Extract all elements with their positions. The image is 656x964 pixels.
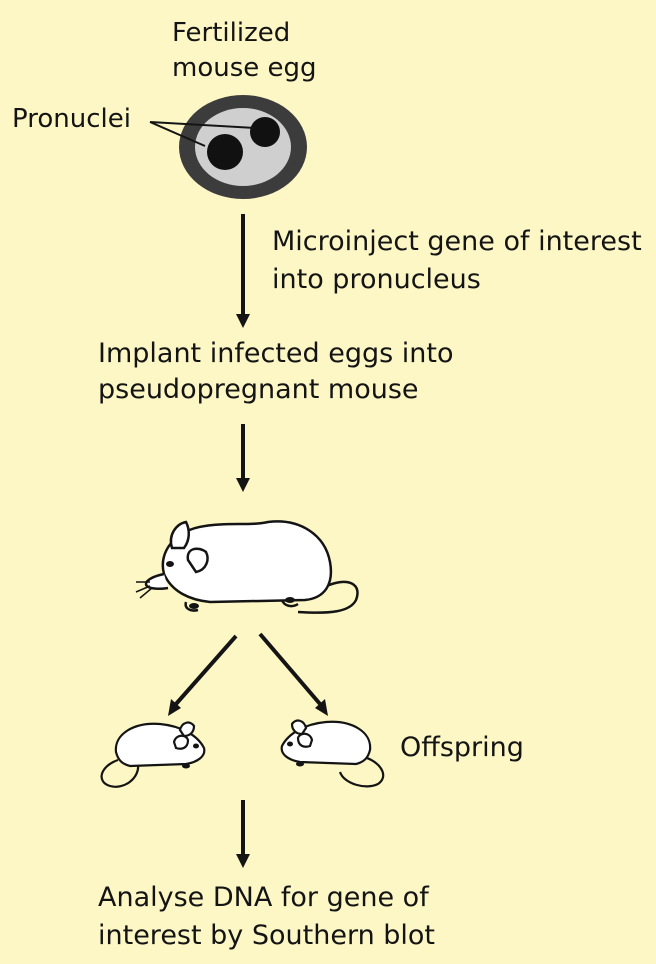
fertilized-egg-icon bbox=[179, 95, 307, 199]
offspring-mouse-right-icon bbox=[282, 721, 383, 787]
egg-label-line2: mouse egg bbox=[172, 55, 317, 81]
step-implant-line1: Implant infected eggs into bbox=[98, 340, 453, 367]
pronucleus-large bbox=[207, 134, 243, 170]
offspring-label: Offspring bbox=[400, 734, 524, 761]
step-analyse-line1: Analyse DNA for gene of bbox=[98, 884, 429, 911]
step-microinject-line1: Microinject gene of interest bbox=[272, 228, 642, 255]
offspring-mouse-left-icon bbox=[102, 723, 205, 787]
arrow-to-offspring-left bbox=[168, 636, 236, 716]
step-microinject-line2: into pronucleus bbox=[272, 266, 481, 293]
egg-label-line1: Fertilized bbox=[172, 20, 290, 46]
pronucleus-small bbox=[250, 117, 280, 147]
pronuclei-label: Pronuclei bbox=[12, 106, 131, 132]
arrow-analyse bbox=[236, 800, 250, 868]
step-implant-line2: pseudopregnant mouse bbox=[98, 376, 419, 403]
arrow-to-offspring-right bbox=[260, 634, 328, 716]
mother-mouse-icon bbox=[136, 521, 358, 612]
step-analyse-line2: interest by Southern blot bbox=[98, 922, 435, 949]
arrow-implant bbox=[236, 424, 250, 492]
arrow-microinject bbox=[236, 214, 250, 328]
